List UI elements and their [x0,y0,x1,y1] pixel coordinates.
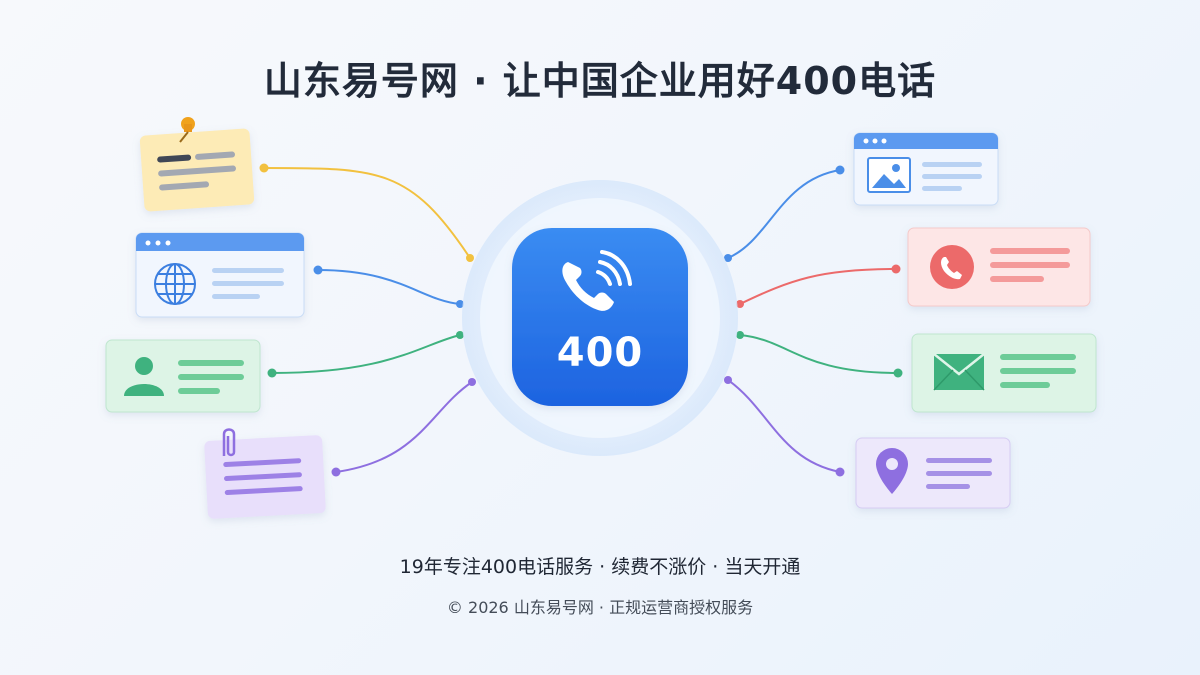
connector-purple-right [727,379,841,473]
page-title: 山东易号网 · 让中国企业用好400电话 [263,59,937,103]
connector-yellow [263,167,471,259]
center-badge [462,180,738,456]
pushpin-icon [179,117,195,143]
user-icon [124,357,164,396]
footer-copyright: © 2026 山东易号网 · 正规运营商授权服务 [446,598,754,617]
phone-icon [930,245,974,289]
envelope-icon [933,353,985,391]
connector-lines [263,167,899,473]
connector-purple-left [335,381,473,473]
connector-green-left [271,334,461,374]
badge-number: 400 [556,330,644,376]
footer-tagline: 19年专注400电话服务 · 续费不涨价 · 当天开通 [399,556,801,578]
browser-window-card-left [135,232,305,318]
phone-signal-icon [562,250,632,311]
connector-dots [259,163,903,477]
connector-green-right [739,334,899,374]
mail-card [911,333,1097,413]
globe-icon [154,263,196,305]
note-card-purple [204,435,326,519]
connector-blue-left [317,269,461,305]
connector-red-right [739,268,897,305]
image-icon [867,157,911,193]
paperclip-icon [222,428,236,457]
contact-card [105,339,261,413]
sticky-note-card [139,128,255,212]
map-pin-icon [876,448,908,494]
connector-blue-right [727,169,841,259]
